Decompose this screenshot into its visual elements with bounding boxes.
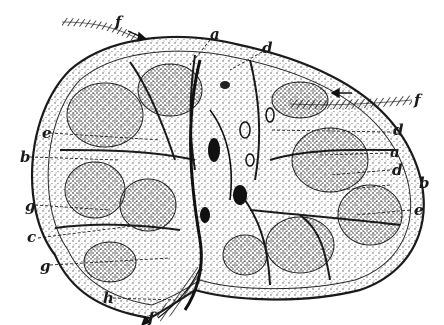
- label-b-left: b: [20, 148, 31, 166]
- label-c-left: c: [27, 228, 36, 246]
- label-h-bottom: h: [103, 289, 114, 307]
- label-d-right-2: d: [392, 161, 403, 179]
- label-a-top: a: [210, 25, 220, 43]
- label-d-top: d: [262, 39, 273, 57]
- label-a-right: a: [390, 143, 400, 161]
- label-g-left-2: g: [40, 257, 51, 275]
- label-f-right: f: [413, 91, 423, 109]
- label-d-right-1: d: [393, 121, 404, 139]
- label-g-left: g: [25, 197, 36, 215]
- label-e-right: e: [414, 201, 424, 219]
- label-b-right: b: [419, 174, 430, 192]
- label-e-left: e: [42, 124, 52, 142]
